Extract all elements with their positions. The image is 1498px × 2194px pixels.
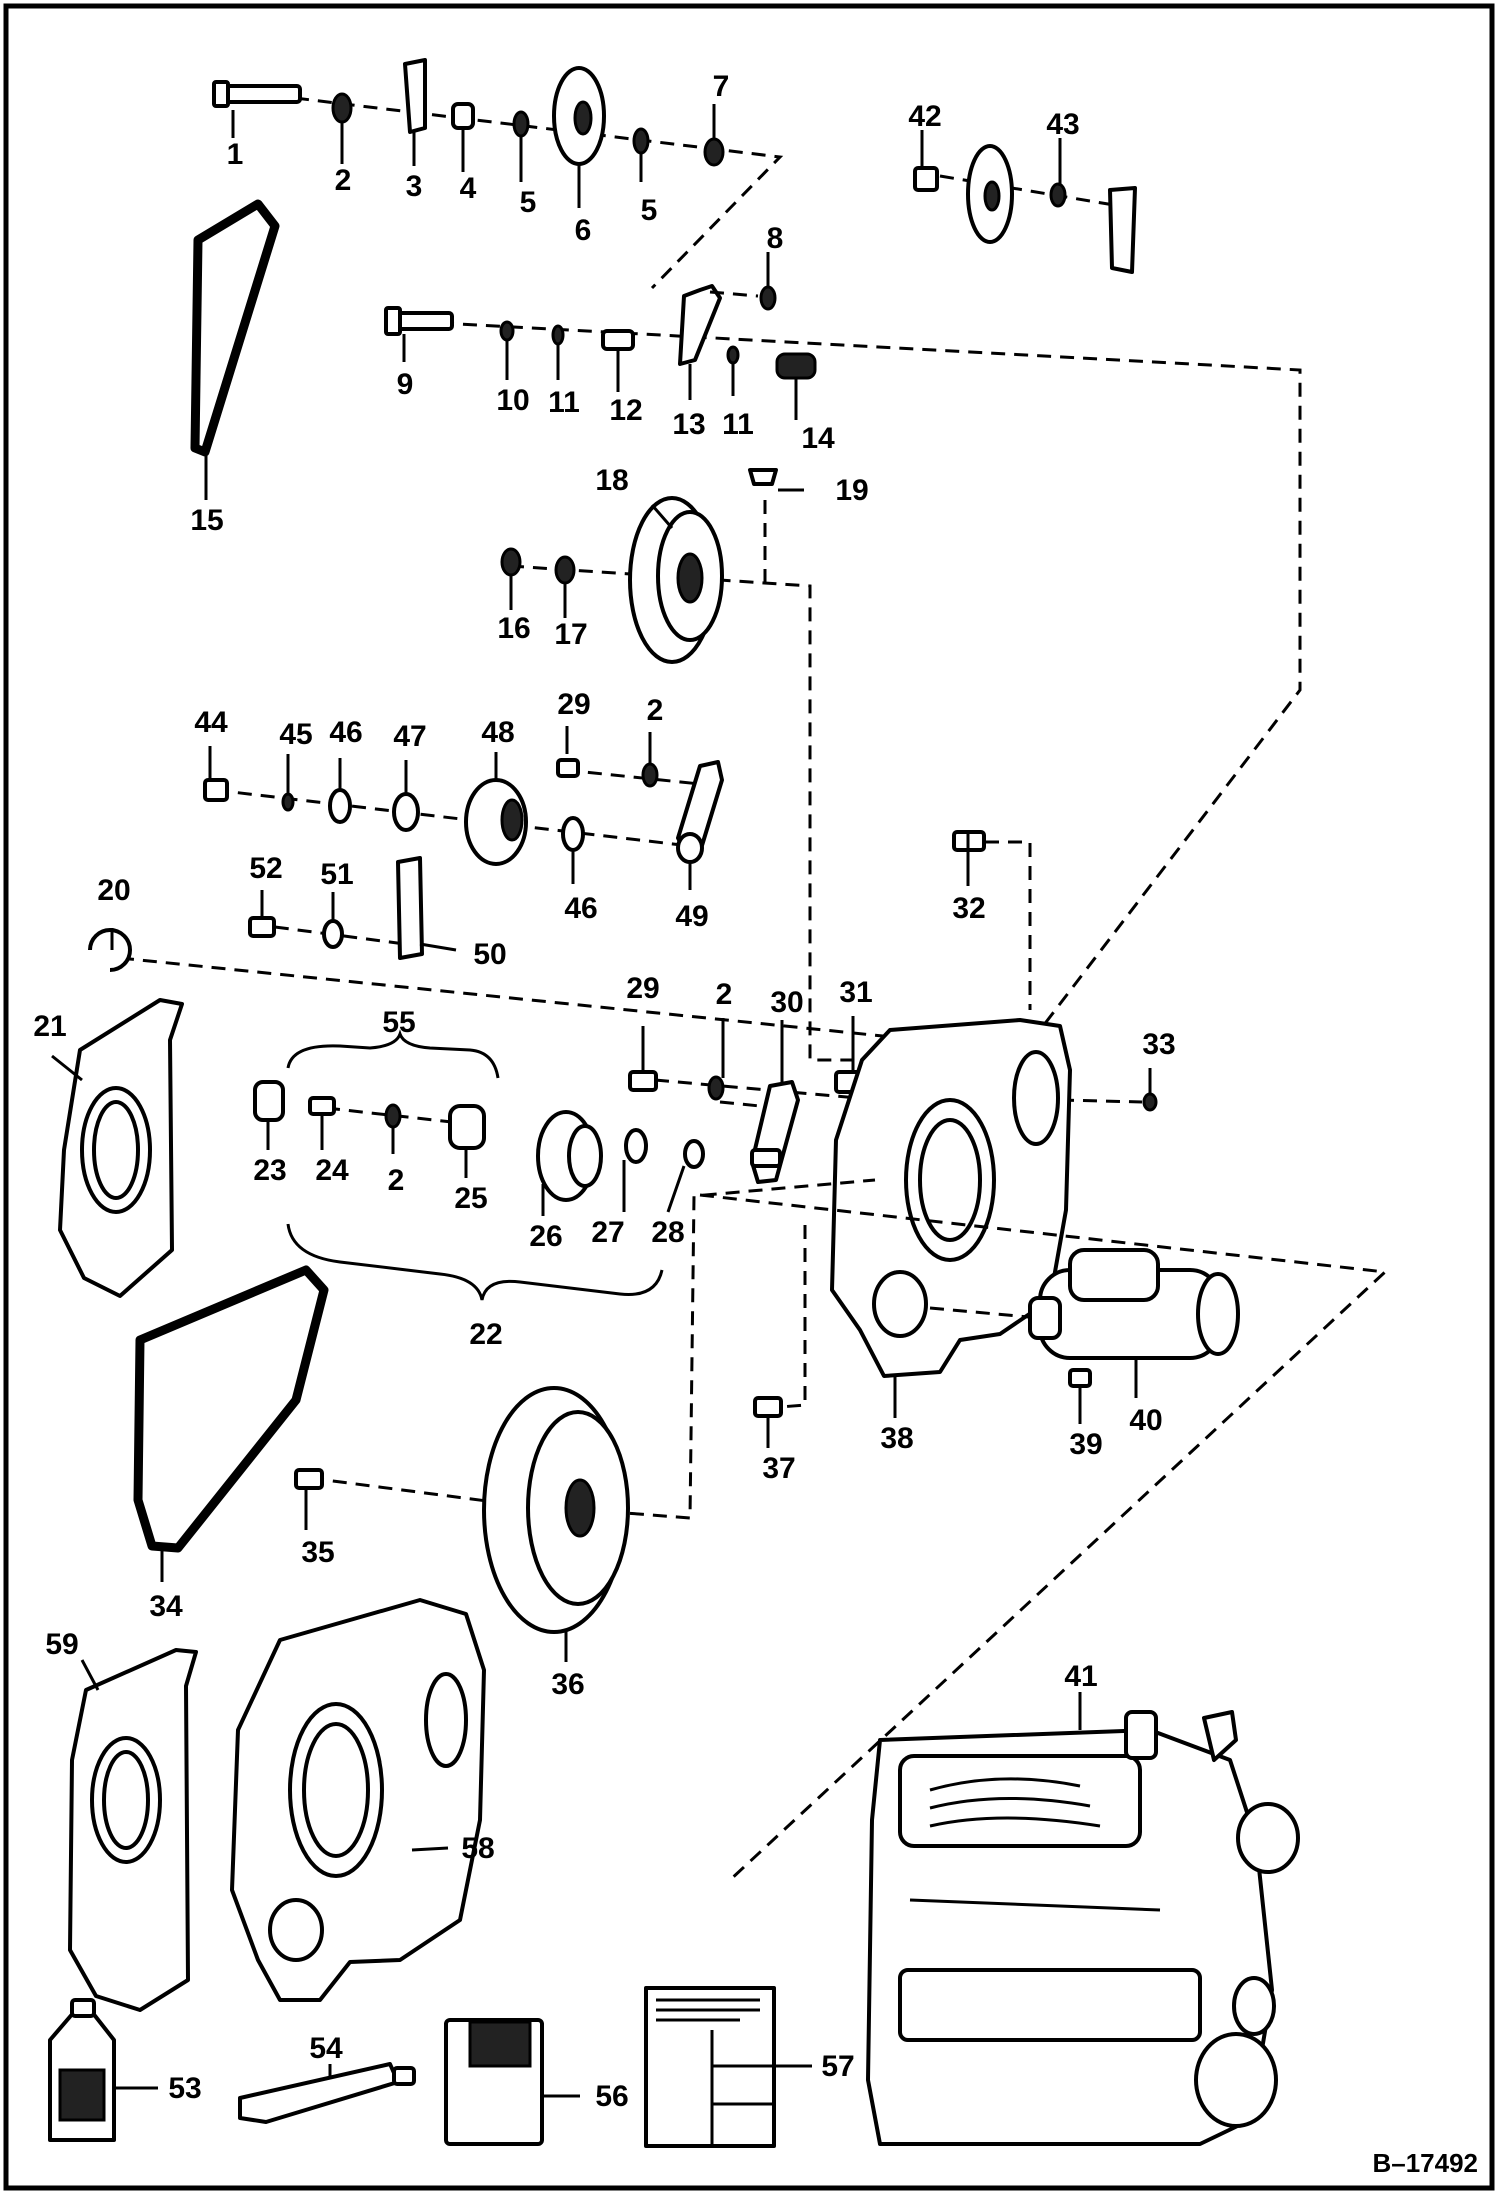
- label-23: 23: [253, 1154, 286, 1187]
- label-3: 3: [406, 170, 423, 203]
- label-58: 58: [461, 1832, 494, 1865]
- label-27: 27: [591, 1216, 624, 1249]
- label-50: 50: [473, 938, 506, 971]
- label-36: 36: [551, 1668, 584, 1701]
- belt-34: [133, 1265, 329, 1553]
- label-20: 20: [97, 874, 130, 907]
- label-31: 31: [839, 976, 872, 1009]
- label-46: 46: [564, 892, 597, 925]
- label-34: 34: [149, 1590, 183, 1623]
- belt-15: [190, 199, 280, 457]
- idler-assembly-top-right: [913, 144, 1137, 274]
- label-30: 30: [770, 986, 803, 1019]
- bolt-37: [753, 1396, 783, 1418]
- label-51: 51: [320, 858, 353, 891]
- label-32: 32: [952, 892, 985, 925]
- diagram-border: [3, 3, 1495, 2191]
- label-25: 25: [454, 1182, 487, 1215]
- flywheel-assembly: [294, 1178, 876, 1634]
- label-21: 21: [33, 1010, 66, 1043]
- label-41: 41: [1064, 1660, 1097, 1693]
- clip-20: [88, 928, 132, 972]
- label-11: 11: [722, 408, 754, 441]
- label-48: 48: [481, 716, 514, 749]
- brace-55: [286, 1029, 500, 1079]
- label-26: 26: [529, 1220, 562, 1253]
- label-19: 19: [835, 474, 868, 507]
- label-53: 53: [168, 2072, 201, 2105]
- idler-assembly-top: [212, 58, 784, 290]
- brace-22: [286, 1223, 664, 1301]
- label-4: 4: [460, 172, 477, 205]
- label-18: 18: [595, 464, 628, 497]
- label-39: 39: [1069, 1428, 1102, 1461]
- tensioner-assembly: [384, 284, 1302, 1031]
- callout-labels: 1 2 3 4 5 6 5 7 42 43 8 9 10 11 12 13 11…: [33, 70, 1175, 2113]
- label-15: 15: [190, 504, 223, 537]
- idler-assembly-lower: [253, 1080, 705, 1202]
- label-29: 29: [626, 972, 659, 1005]
- label-16: 16: [497, 612, 530, 645]
- oil-bottle-53: [48, 1998, 116, 2142]
- label-17: 17: [554, 618, 587, 651]
- manual-57: [644, 1986, 776, 2148]
- label-45: 45: [279, 718, 312, 751]
- label-44: 44: [194, 706, 228, 739]
- label-11: 11: [548, 386, 580, 419]
- label-52: 52: [249, 852, 282, 885]
- diagram-reference: B–17492: [1372, 2148, 1478, 2178]
- label-8: 8: [767, 222, 784, 255]
- label-59: 59: [45, 1628, 78, 1661]
- label-2: 2: [388, 1164, 405, 1197]
- label-55: 55: [382, 1006, 415, 1039]
- label-38: 38: [880, 1422, 913, 1455]
- label-14: 14: [801, 422, 835, 455]
- label-2: 2: [335, 164, 352, 197]
- label-7: 7: [713, 70, 730, 103]
- engine-41: [866, 1710, 1300, 2146]
- label-54: 54: [309, 2032, 343, 2065]
- label-12: 12: [609, 394, 642, 427]
- gasket-kit-56: [444, 2018, 544, 2146]
- sealant-tube-54: [238, 2062, 416, 2124]
- label-5: 5: [520, 186, 537, 219]
- crank-pulley-assembly: [500, 468, 1020, 1062]
- label-28: 28: [651, 1216, 684, 1249]
- label-9: 9: [397, 368, 414, 401]
- leader-lines: [51, 104, 1152, 2098]
- label-10: 10: [496, 384, 529, 417]
- label-2: 2: [647, 694, 664, 727]
- label-2: 2: [716, 978, 733, 1011]
- label-22: 22: [469, 1318, 502, 1351]
- label-6: 6: [575, 214, 592, 247]
- label-29: 29: [557, 688, 590, 721]
- label-43: 43: [1046, 108, 1079, 141]
- label-47: 47: [393, 720, 426, 753]
- label-1: 1: [227, 138, 244, 171]
- label-56: 56: [595, 2080, 628, 2113]
- label-13: 13: [672, 408, 705, 441]
- label-49: 49: [675, 900, 708, 933]
- label-40: 40: [1129, 1404, 1162, 1437]
- label-24: 24: [315, 1154, 349, 1187]
- label-46: 46: [329, 716, 362, 749]
- front-housing-assembly: [628, 830, 1389, 1882]
- label-37: 37: [762, 1452, 795, 1485]
- label-57: 57: [821, 2050, 854, 2083]
- label-42: 42: [908, 100, 941, 133]
- label-5: 5: [641, 194, 658, 227]
- starter-motor: [929, 1248, 1240, 1388]
- label-33: 33: [1142, 1028, 1175, 1061]
- label-35: 35: [301, 1536, 334, 1569]
- idler-pulley-assembly: [203, 758, 724, 866]
